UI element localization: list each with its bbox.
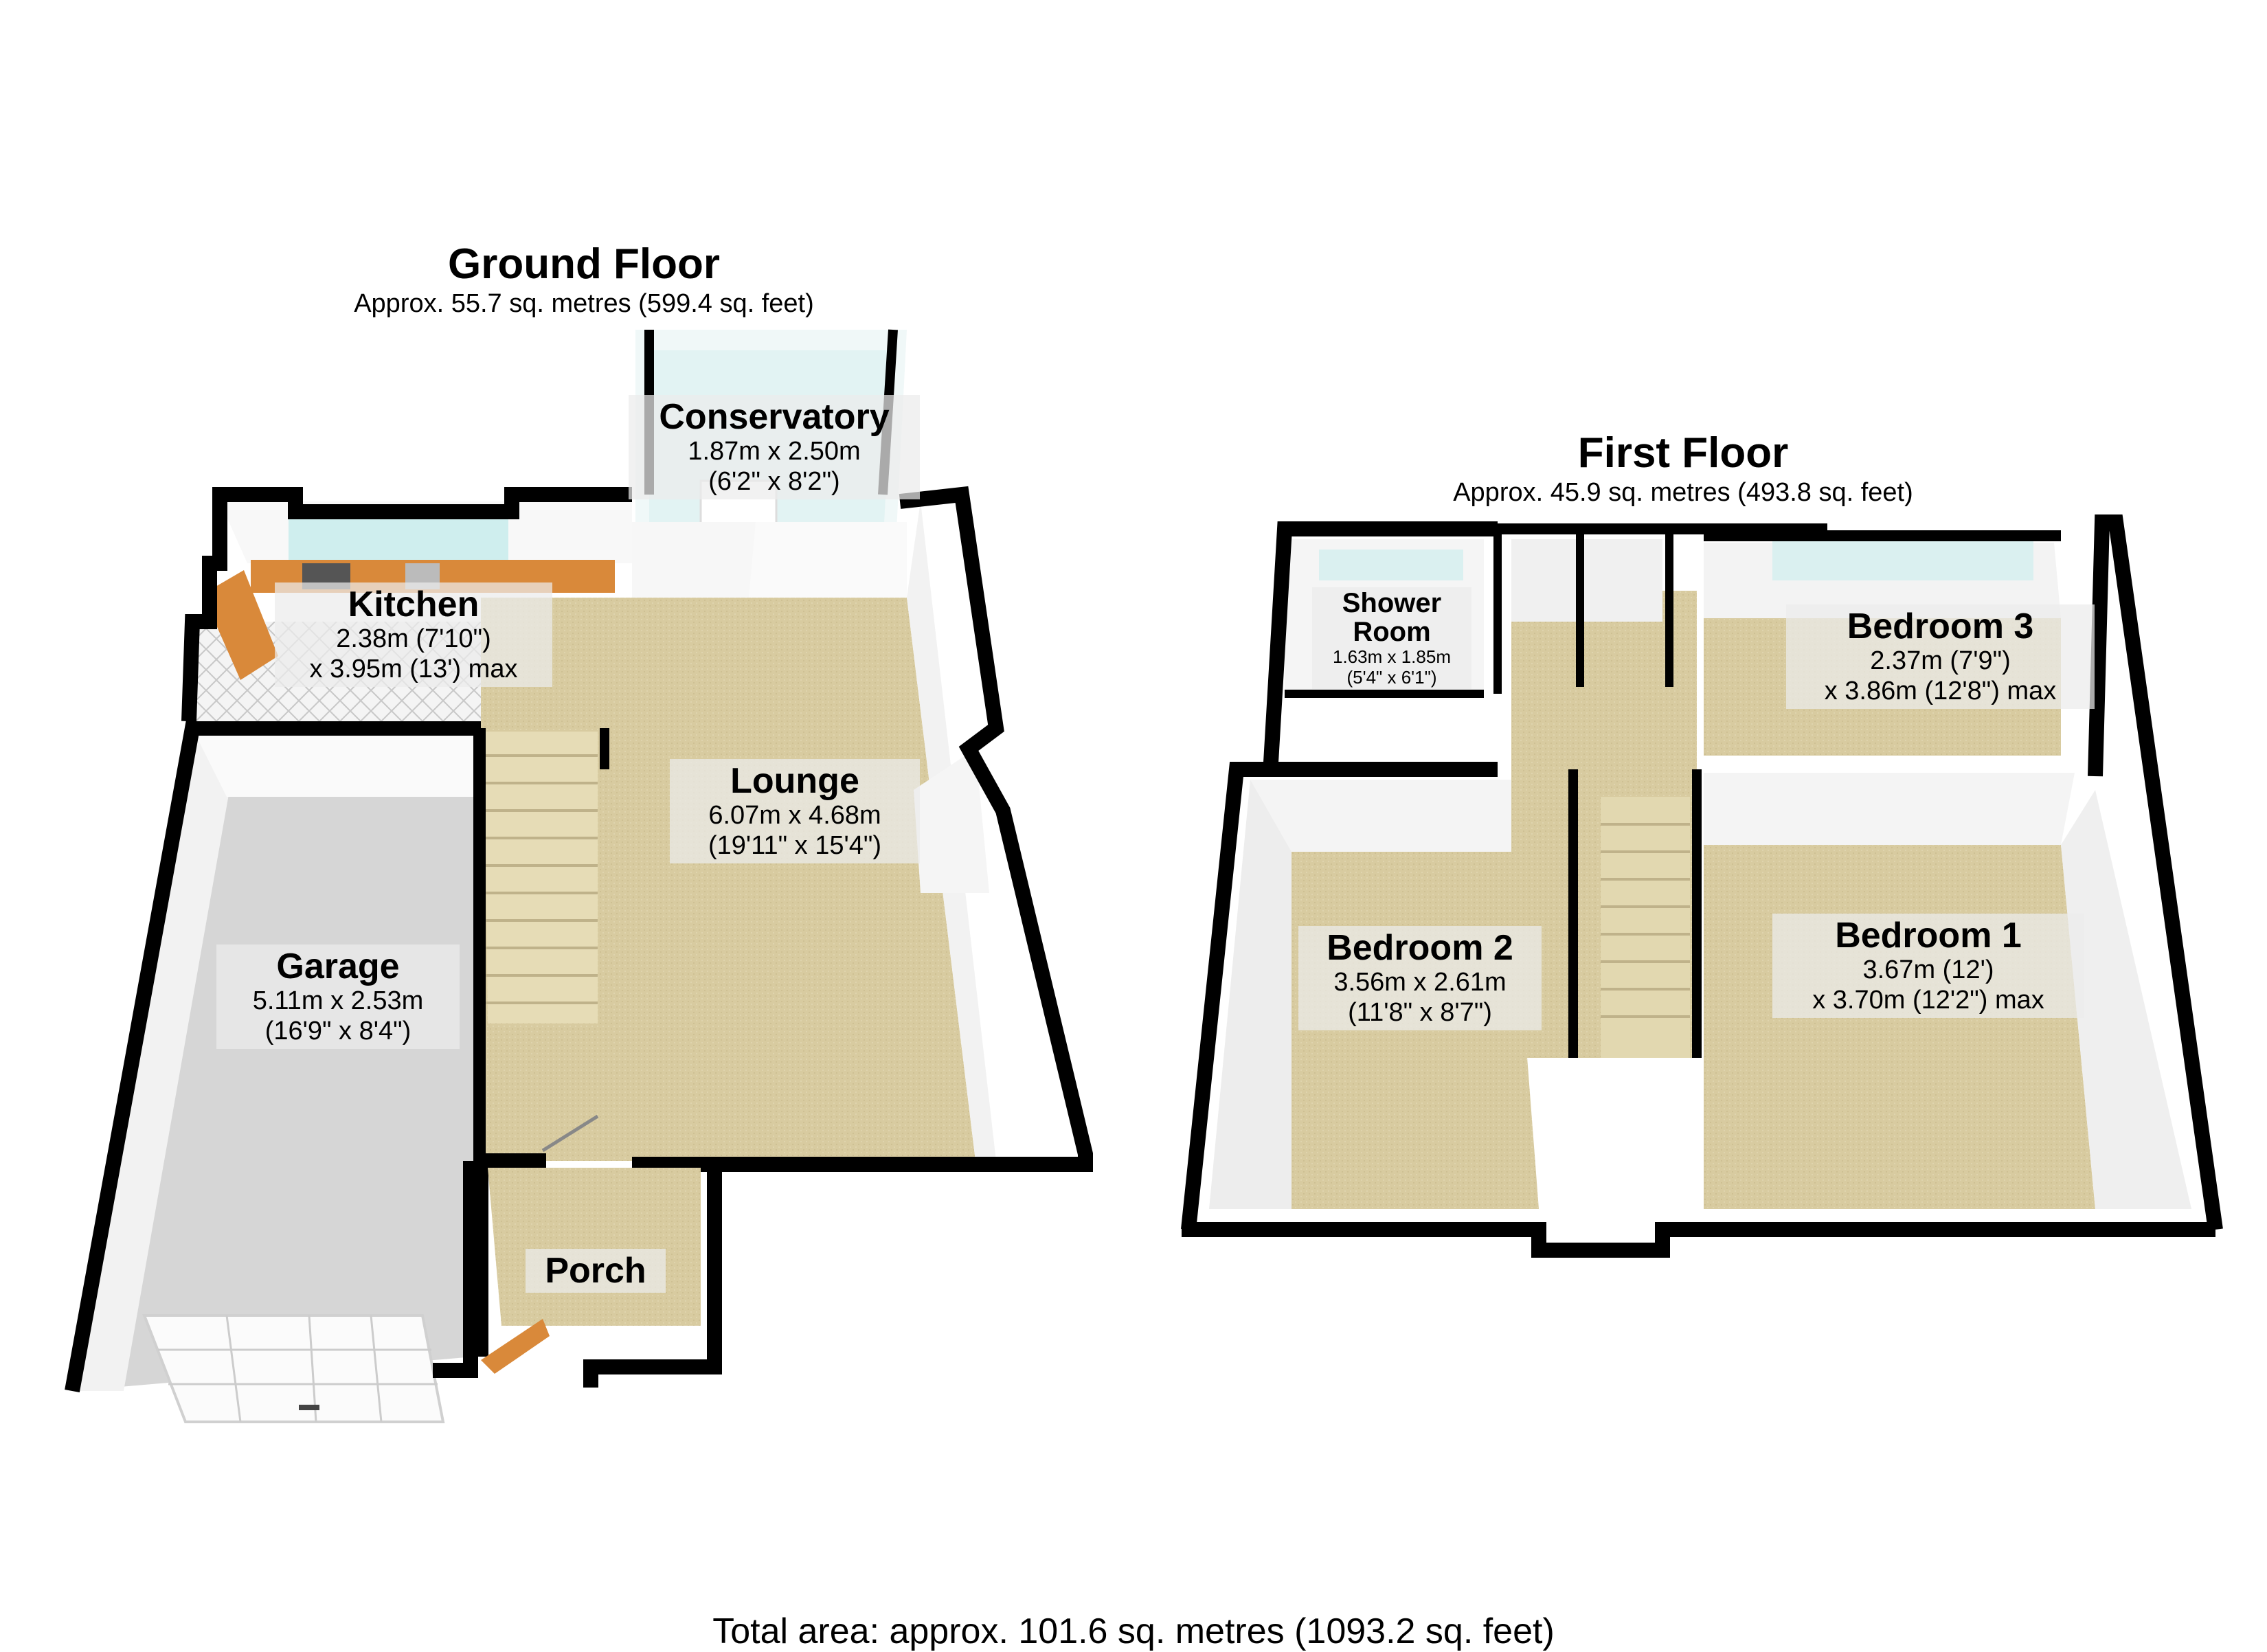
kitchen-name: Kitchen xyxy=(348,585,480,624)
bedroom-2-name: Bedroom 2 xyxy=(1327,928,1513,968)
first-floor-title: First Floor Approx. 45.9 sq. metres (493… xyxy=(1374,429,1992,508)
bedroom-3-dimensions-length: x 3.86m (12'8") max xyxy=(1824,677,2057,705)
lounge-dimensions-metric: 6.07m x 4.68m xyxy=(708,801,881,830)
bedroom-1-label: Bedroom 1 3.67m (12') x 3.70m (12'2") ma… xyxy=(1772,914,2084,1018)
ground-floor-area: Approx. 55.7 sq. metres (599.4 sq. feet) xyxy=(354,289,814,318)
first-floor-landing xyxy=(1493,529,1702,1058)
garage-label: Garage 5.11m x 2.53m (16'9" x 8'4") xyxy=(216,944,460,1049)
lounge-dimensions-imperial: (19'11" x 15'4") xyxy=(708,831,882,860)
shower-room-label: Shower Room 1.63m x 1.85m (5'4" x 6'1") xyxy=(1312,587,1471,689)
first-floor-name: First Floor xyxy=(1577,429,1789,477)
conservatory-dimensions-metric: 1.87m x 2.50m xyxy=(688,437,861,466)
lounge-name: Lounge xyxy=(730,761,859,801)
kitchen-dimensions-width: 2.38m (7'10") xyxy=(336,624,491,653)
ground-stairs xyxy=(476,728,609,1161)
porch-name: Porch xyxy=(545,1251,646,1291)
garage-room xyxy=(65,721,488,1423)
conservatory-name: Conservatory xyxy=(659,397,890,437)
garage-name: Garage xyxy=(276,947,400,986)
bedroom-3-dimensions-width: 2.37m (7'9") xyxy=(1870,646,2011,675)
bedroom-1-name: Bedroom 1 xyxy=(1835,916,2022,955)
bedroom-3-name: Bedroom 3 xyxy=(1847,607,2034,646)
first-floor-area: Approx. 45.9 sq. metres (493.8 sq. feet) xyxy=(1453,478,1913,507)
bedroom-1-dimensions-length: x 3.70m (12'2") max xyxy=(1812,986,2044,1015)
bedroom-2-dimensions-metric: 3.56m x 2.61m xyxy=(1333,968,1507,997)
kitchen-dimensions-length: x 3.95m (13') max xyxy=(309,655,518,683)
ground-floor-title: Ground Floor Approx. 55.7 sq. metres (59… xyxy=(275,240,893,319)
lounge-label: Lounge 6.07m x 4.68m (19'11" x 15'4") xyxy=(670,759,920,863)
bedroom-2-label: Bedroom 2 3.56m x 2.61m (11'8" x 8'7") xyxy=(1298,926,1542,1030)
conservatory-label: Conservatory 1.87m x 2.50m (6'2" x 8'2") xyxy=(629,395,920,499)
shower-room-name-line2: Room xyxy=(1353,617,1431,647)
shower-room-dimensions-metric: 1.63m x 1.85m xyxy=(1333,646,1451,667)
shower-room-dimensions-imperial: (5'4" x 6'1") xyxy=(1346,667,1437,688)
bedroom-2-dimensions-imperial: (11'8" x 8'7") xyxy=(1348,998,1492,1027)
porch-label: Porch xyxy=(526,1249,666,1293)
garage-dimensions-imperial: (16'9" x 8'4") xyxy=(264,1017,411,1045)
ground-floor-name: Ground Floor xyxy=(447,240,721,288)
bedroom-1-dimensions-width: 3.67m (12') xyxy=(1862,955,1994,984)
garage-dimensions-metric: 5.11m x 2.53m xyxy=(252,986,424,1015)
bedroom-3-label: Bedroom 3 2.37m (7'9") x 3.86m (12'8") m… xyxy=(1786,604,2095,709)
garage-door xyxy=(142,1314,445,1423)
kitchen-label: Kitchen 2.38m (7'10") x 3.95m (13') max xyxy=(275,582,552,687)
shower-room-name-line1: Shower xyxy=(1342,588,1442,618)
total-area: Total area: approx. 101.6 sq. metres (10… xyxy=(712,1611,1555,1651)
conservatory-dimensions-imperial: (6'2" x 8'2") xyxy=(708,467,840,496)
